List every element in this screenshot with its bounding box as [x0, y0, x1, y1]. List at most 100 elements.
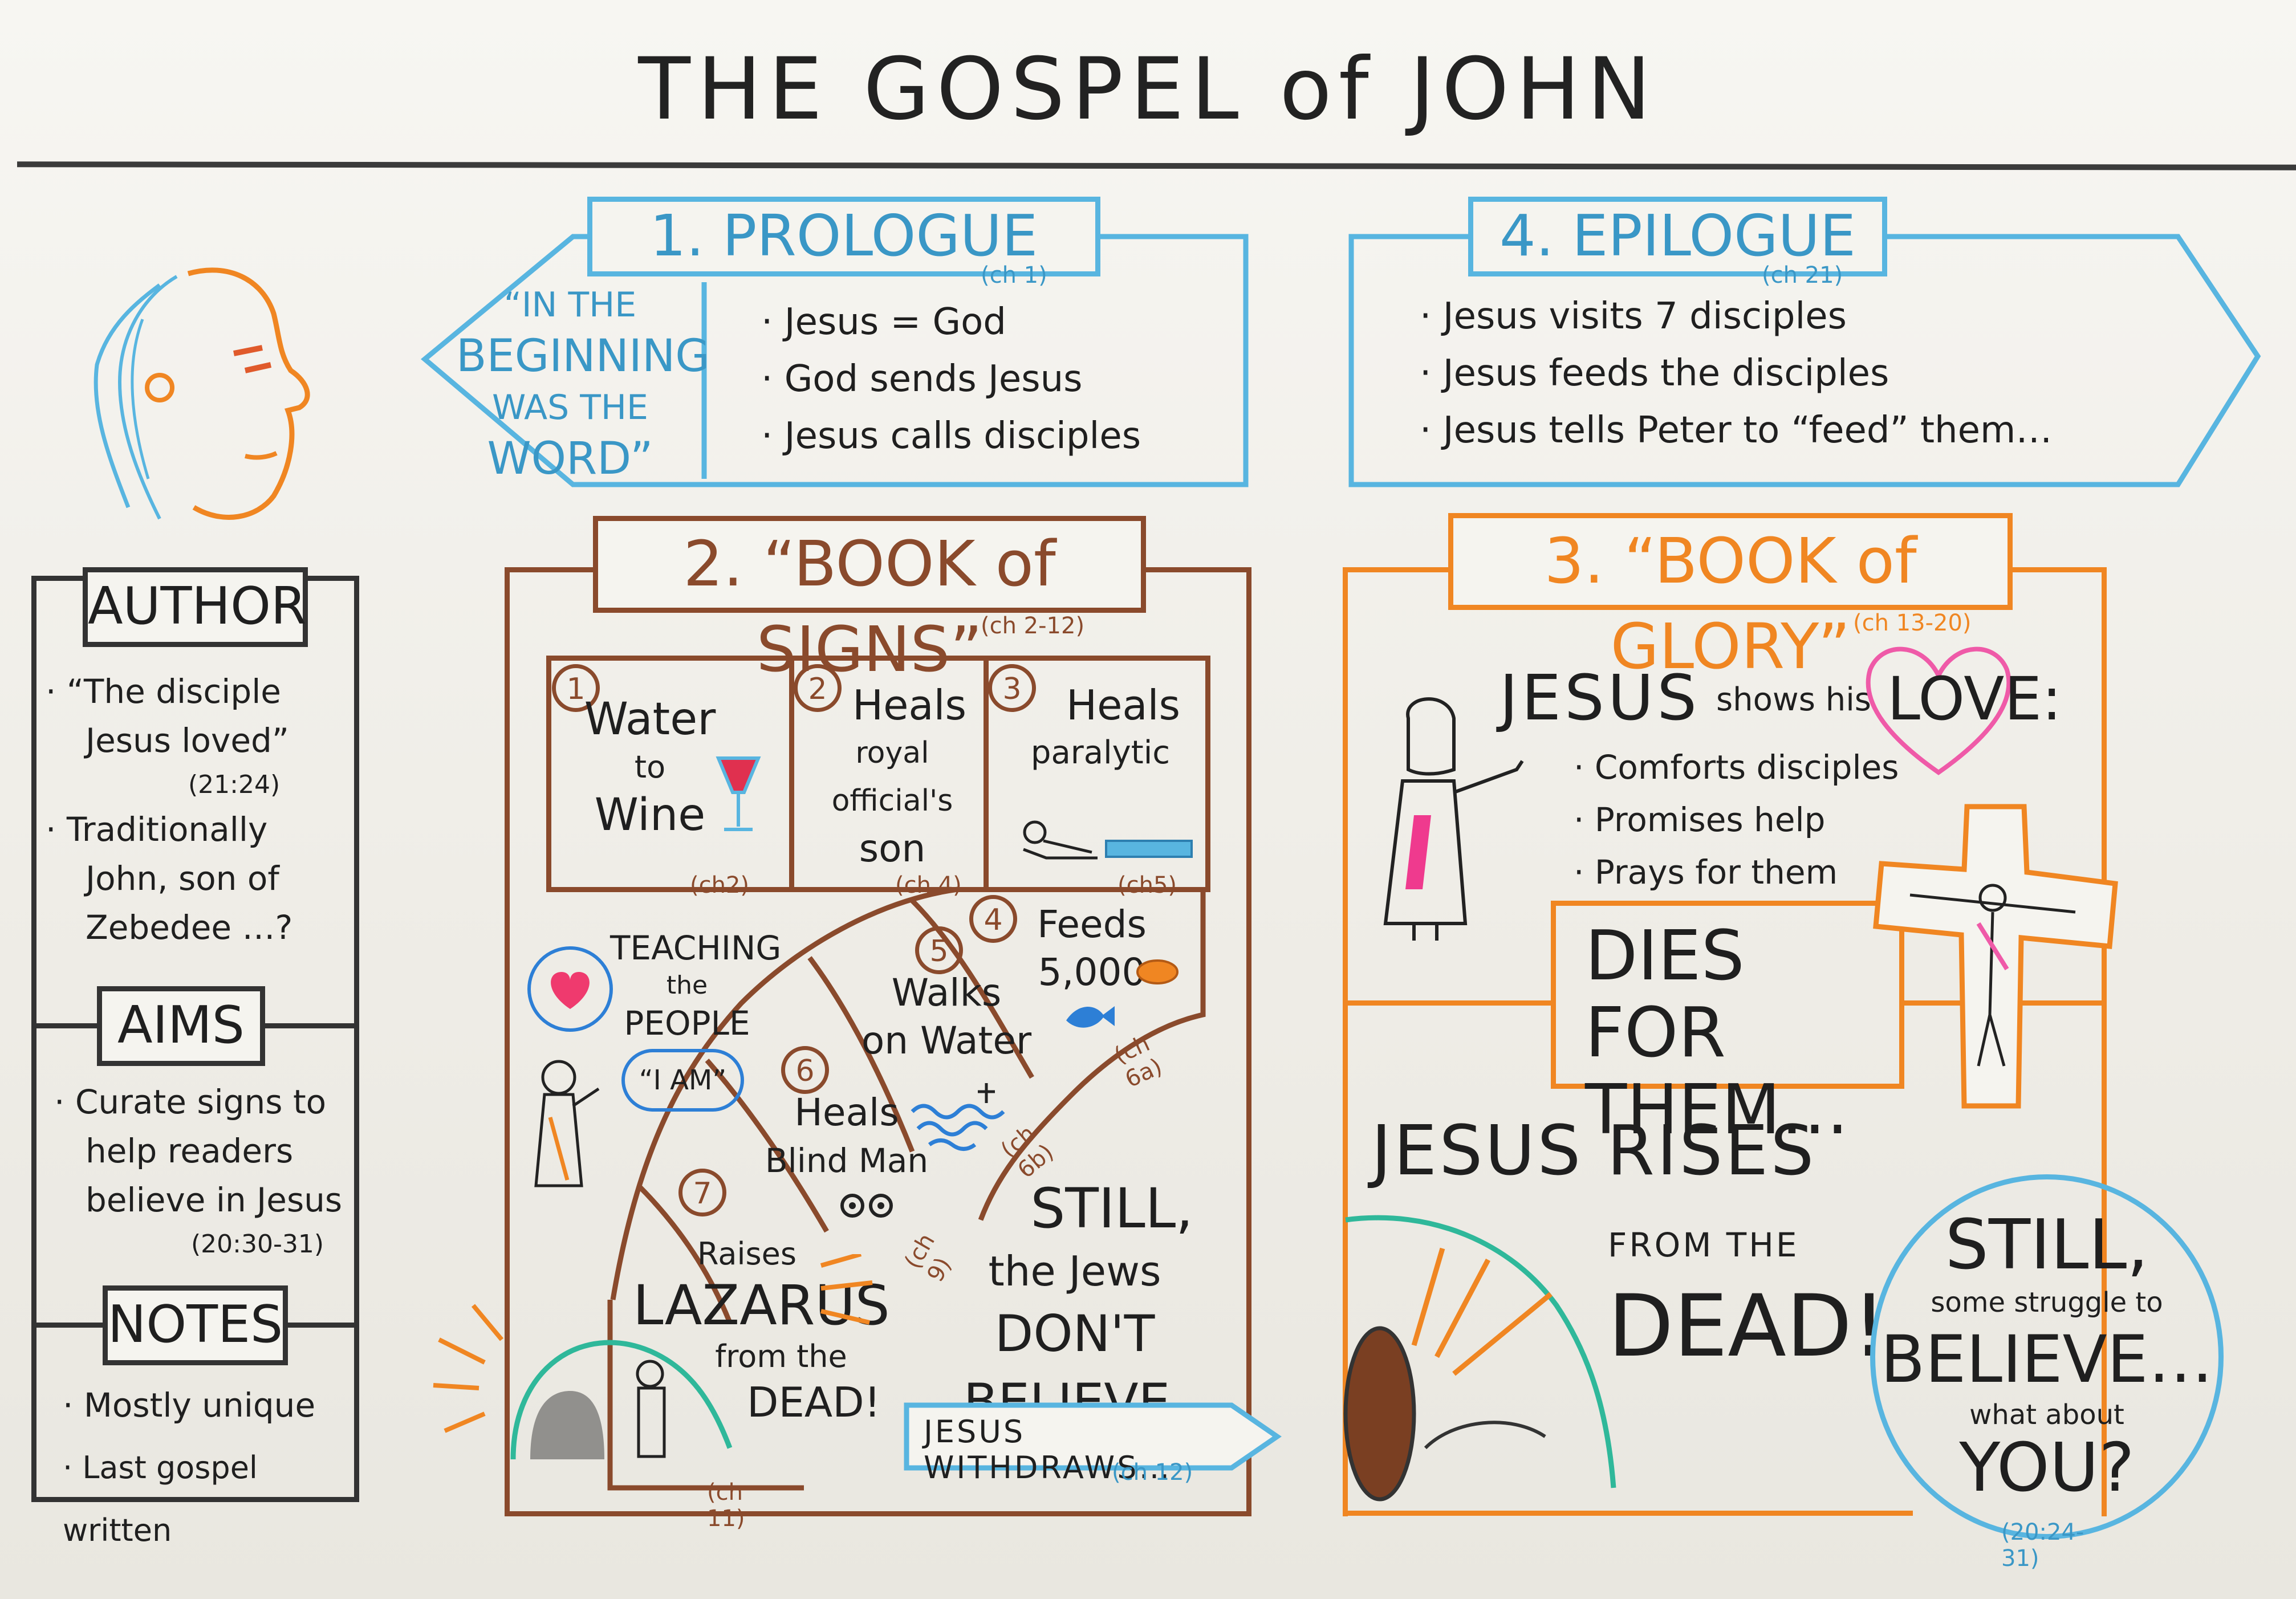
still-line: the Jews [988, 1247, 1161, 1295]
still-line: what about [1969, 1399, 2124, 1431]
sign-text: Heals Blind Man [753, 1089, 941, 1185]
wine-glass-icon [716, 756, 761, 831]
list-item: · Traditionally [46, 810, 268, 849]
list-item-ref: (21:24) [188, 770, 281, 799]
notes-points: · Mostly unique · Last gospel written [63, 1374, 359, 1562]
heart-speech-icon [527, 946, 613, 1032]
sign-number: 5 [915, 926, 963, 974]
teaching-label: TEACHING the PEOPLE [610, 929, 782, 1043]
list-item: · Jesus tells Peter to “feed” them… [1420, 409, 2053, 451]
sign-line: Raises [697, 1236, 797, 1272]
sign-line: Blind Man [765, 1141, 929, 1180]
list-item: · God sends Jesus [761, 358, 1083, 400]
sign-line: from the [715, 1338, 847, 1374]
still-line: BELIEVE… [1880, 1321, 2213, 1397]
prologue-points: · Jesus = God · God sends Jesus · Jesus … [761, 294, 1229, 465]
book-of-signs-heading: 2. “BOOK of SIGNS” [593, 516, 1146, 686]
fish-icon [1066, 1006, 1115, 1028]
from-the: FROM THE [1608, 1226, 1799, 1264]
glory-shows: shows his [1716, 681, 1871, 718]
list-item: · Last gospel written [63, 1450, 258, 1548]
sign-line: Heals [794, 1091, 899, 1134]
epilogue-frame [1348, 234, 2261, 487]
author-heading: AUTHOR [83, 567, 308, 647]
list-item: help readers [86, 1132, 294, 1170]
crucifix-icon [1873, 804, 2118, 1109]
sign-line: Wine [594, 790, 706, 841]
list-item: · Jesus visits 7 disciples [1420, 295, 1847, 337]
list-item-ref: (20:30-31) [191, 1230, 324, 1259]
sign-text: Heals paralytic [1003, 681, 1197, 777]
sign-line: Heals [852, 681, 967, 729]
dies-divider-left [1343, 1000, 1554, 1006]
empty-tomb-icon [1343, 1215, 1616, 1502]
sign-text: Heals royal official's son [798, 681, 986, 873]
still-line: STILL, [1945, 1206, 2149, 1285]
prologue-frame [420, 234, 1249, 487]
teaching-line: TEACHING [610, 929, 782, 967]
quote-line: WAS THE [492, 388, 648, 428]
paralytic-on-mat-icon [1023, 820, 1193, 860]
list-item: John, son of [86, 859, 279, 898]
still-line: some struggle to [1931, 1287, 2163, 1319]
prologue-ref: (ch 1) [981, 262, 1047, 288]
sign-line: Walks [891, 971, 1002, 1015]
water-waves-icon [911, 1083, 1005, 1151]
sign-line: Water [584, 694, 716, 745]
quote-line: BEGINNING [456, 331, 710, 382]
sign-text: Feeds 5,000 [1026, 901, 1157, 996]
withdraws-label: JESUS WITHDRAWS… [924, 1414, 1172, 1486]
jesus-teaching-icon [534, 1060, 600, 1187]
glory-points: · Comforts disciples · Promises help · P… [1574, 741, 1899, 898]
sign-number: 3 [988, 664, 1036, 712]
sign-number: 6 [781, 1046, 829, 1094]
withdraws-ref: (ch 12) [1112, 1459, 1193, 1486]
list-item: Zebedee …? [86, 908, 293, 947]
eyes-icon [840, 1194, 893, 1218]
sign-line: paralytic [1030, 734, 1171, 771]
list-item: · Curate signs to [54, 1083, 327, 1121]
withdraws-arrow [904, 1402, 1282, 1471]
teaching-line: PEOPLE [624, 1004, 750, 1043]
list-item: · Jesus feeds the disciples [1420, 352, 1889, 394]
i-am-bubble: “I AM” [621, 1049, 744, 1112]
glory-bottom-line [1343, 1511, 1913, 1516]
aims-heading: AIMS [97, 986, 265, 1066]
sign-ref: (ch5) [1117, 872, 1177, 898]
sign-line: DEAD! [747, 1378, 881, 1426]
aims-points: · Curate signs to help readers believe i… [54, 1077, 351, 1264]
dies-box [1551, 901, 1904, 1089]
list-item: · Mostly unique [63, 1386, 316, 1425]
prologue-quote: “IN THE BEGINNING WAS THE WORD” [456, 279, 710, 485]
bread-icon [1136, 959, 1179, 984]
list-item: · Comforts disciples [1574, 748, 1899, 787]
still-believe-ref: (20:24-31) [2001, 1519, 2084, 1572]
epilogue-ref: (ch 21) [1762, 262, 1843, 288]
radiance-icon [820, 1254, 873, 1325]
sign-line: Feeds [1037, 902, 1147, 946]
list-item: · Prays for them [1574, 853, 1838, 892]
still-line: STILL, [1030, 1177, 1193, 1240]
sign-number: 4 [969, 895, 1017, 943]
sign-line: son [859, 827, 926, 870]
prologue-heading: 1. PROLOGUE [587, 197, 1100, 276]
sign-line: 5,000 [1038, 950, 1146, 994]
sign-number: 1 [552, 664, 600, 712]
quote-line: “IN THE [503, 285, 637, 325]
epilogue-points: · Jesus visits 7 disciples · Jesus feeds… [1420, 288, 2161, 459]
dead-text: DEAD! [1608, 1277, 1887, 1376]
glory-love: LOVE: [1887, 664, 2062, 734]
epilogue-heading: 4. EPILOGUE [1468, 197, 1887, 276]
glory-jesus: JESUS [1499, 661, 1701, 734]
book-of-signs-ref: (ch 2-12) [981, 613, 1085, 639]
jesus-figure-icon [1383, 697, 1524, 941]
quote-line: WORD” [487, 433, 653, 485]
list-item: Jesus loved” [86, 721, 289, 760]
sign-line: on Water [861, 1019, 1032, 1063]
sign-number: 7 [678, 1169, 726, 1216]
dies-line: THEM… [1585, 1071, 1849, 1150]
sign-text: Water to Wine [576, 695, 724, 839]
still-believe: STILL, some struggle to BELIEVE… what ab… [1876, 1209, 2218, 1502]
dies-text: DIES FOR THEM… [1585, 918, 1881, 1149]
sign-line: to [634, 749, 666, 785]
